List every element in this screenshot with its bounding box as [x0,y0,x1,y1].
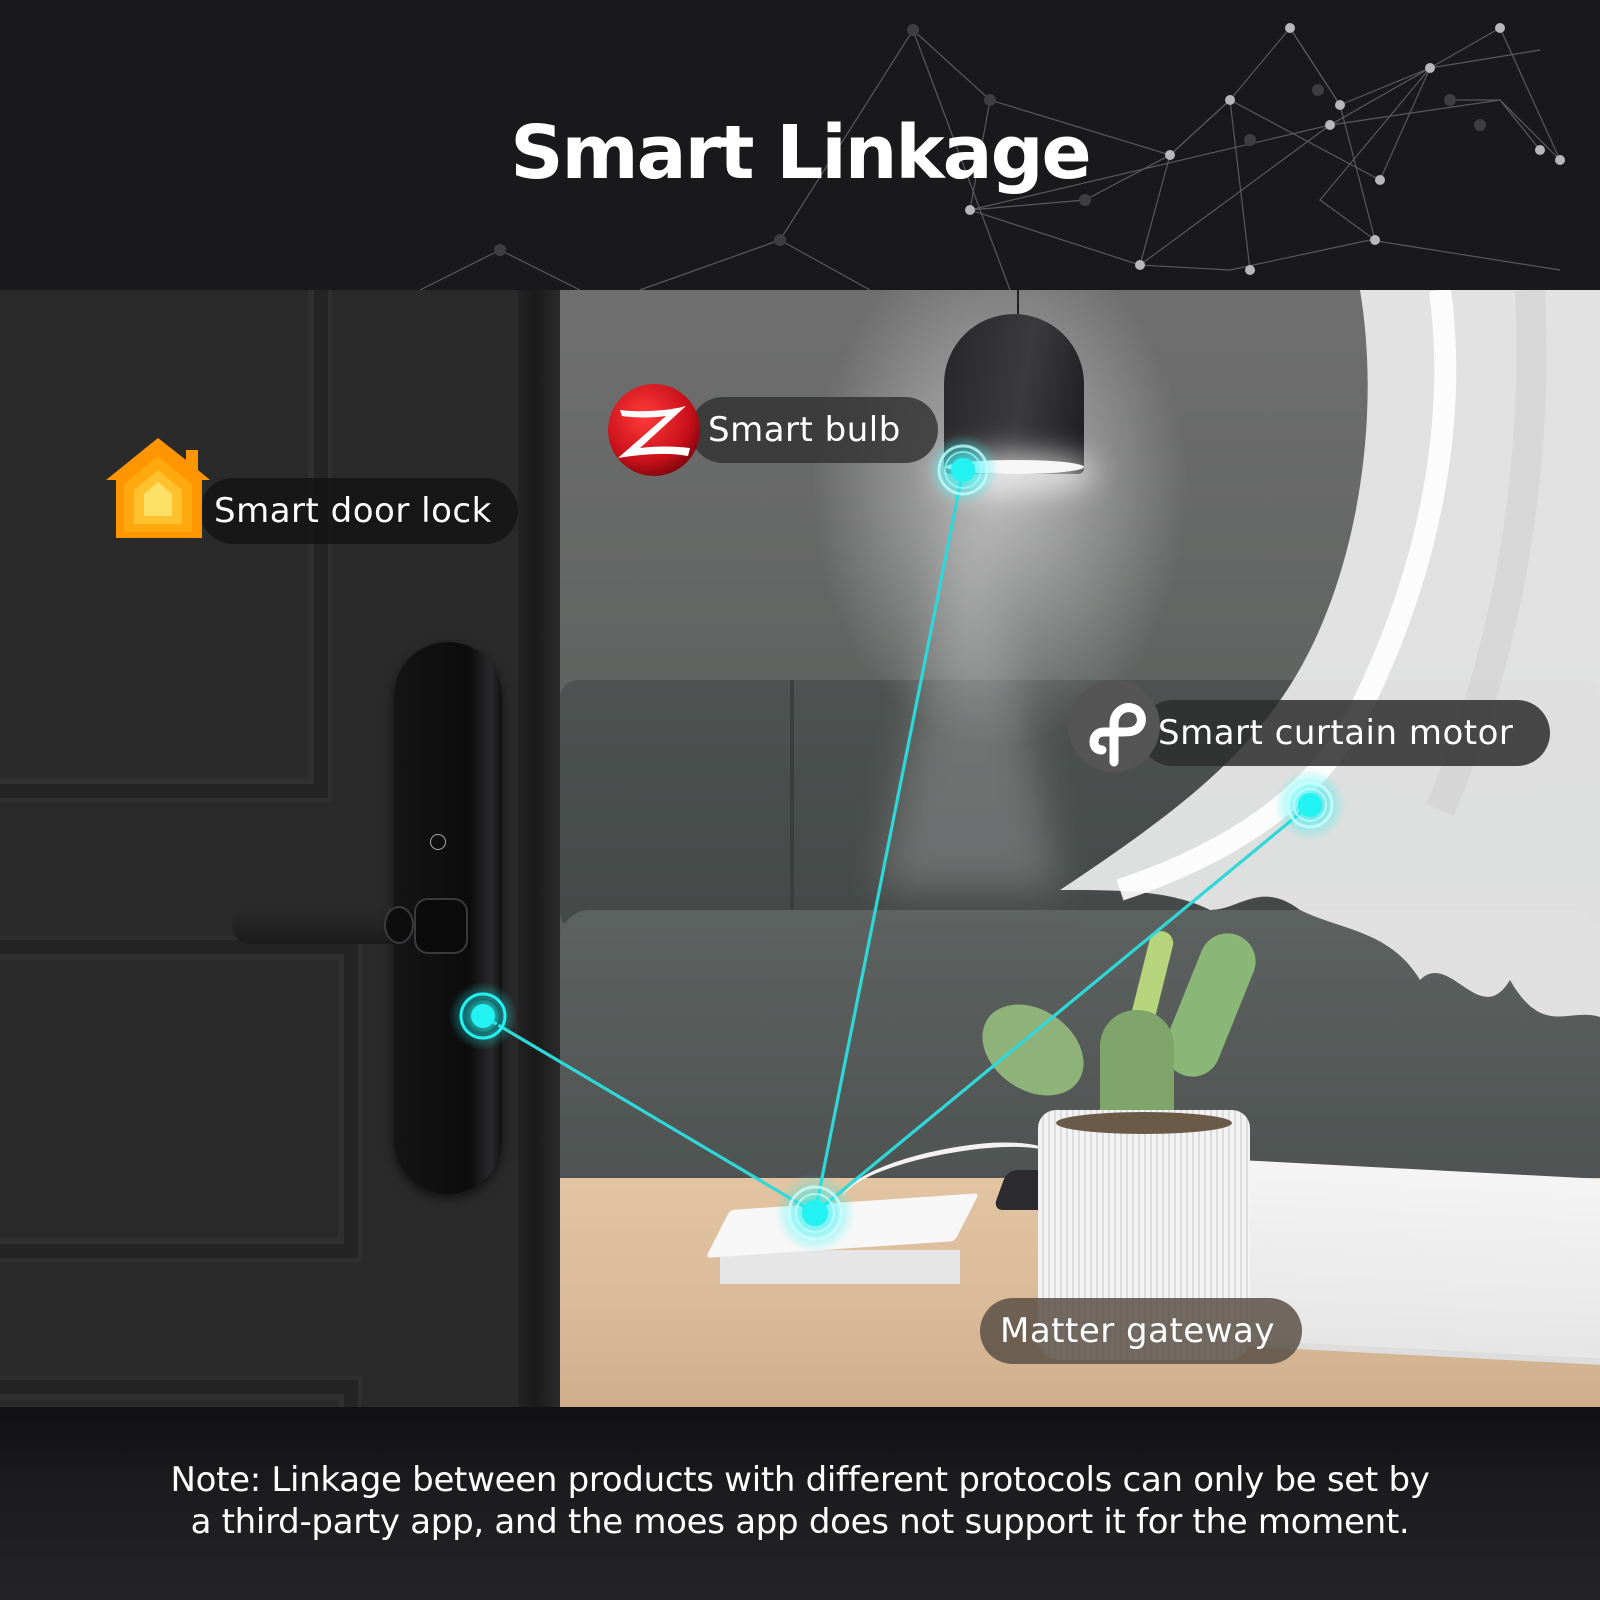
matter-gateway-device [705,1193,980,1284]
pot-soil [1056,1112,1232,1134]
apple-home-icon [106,438,210,538]
label-smart-door-lock: Smart door lock [200,478,518,544]
door-panel [0,1380,358,1407]
door-frame [518,290,560,1407]
door [0,290,560,1407]
page-title: Smart Linkage [510,110,1091,196]
label-matter-gateway: Matter gateway [980,1298,1302,1364]
door-panel [0,290,328,798]
header-banner: Smart Linkage [0,0,1600,290]
handle-knob [414,898,468,954]
network-mesh-decoration [419,23,1565,290]
lock-sensor-icon [430,834,446,850]
books [1250,1160,1600,1366]
note-line-1: Note: Linkage between products with diff… [170,1460,1430,1500]
label-text: Smart door lock [214,491,492,531]
light-beam [880,470,1060,890]
label-text: Matter gateway [1000,1311,1275,1351]
lamp-cord [1017,290,1019,318]
label-smart-bulb: Smart bulb [690,397,938,463]
thread-icon [1068,680,1160,772]
door-panel [0,940,358,1258]
disclaimer-note: Note: Linkage between products with diff… [0,1459,1600,1543]
note-line-2: a third-party app, and the moes app does… [190,1502,1410,1542]
label-text: Smart curtain motor [1158,713,1514,753]
sofa-seam [790,680,794,930]
footer-note: Note: Linkage between products with diff… [0,1407,1600,1600]
zigbee-icon [608,384,700,476]
label-smart-curtain-motor: Smart curtain motor [1140,700,1550,766]
lamp-bulb-light [946,460,1084,474]
handle-cap [384,906,414,944]
label-text: Smart bulb [708,410,901,450]
pendant-lamp [944,314,1084,474]
